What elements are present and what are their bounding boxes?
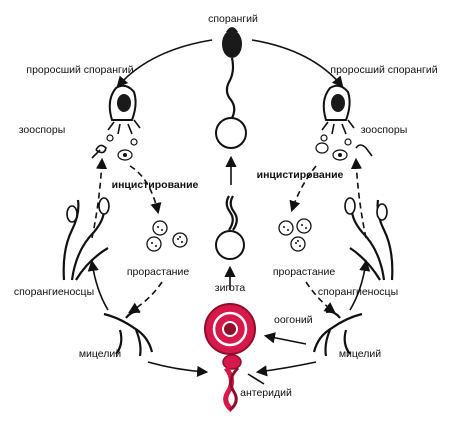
oogonium-label: оогоний xyxy=(274,314,313,326)
sporangiophores-right xyxy=(344,197,394,281)
mycelium-left-label: мицелий xyxy=(79,348,121,360)
mycelium-left xyxy=(103,310,154,357)
sporangium-label: спорангий xyxy=(208,13,258,25)
young-sporangium-upper xyxy=(215,117,247,149)
sporangiophores-left-label: спорангиеносцы xyxy=(14,286,94,298)
encystment-left-label: инцистирование xyxy=(112,179,199,191)
arrow-mycelium-right-to-antheridium xyxy=(255,361,317,377)
sporangiophores-left xyxy=(62,197,110,281)
cysts-left xyxy=(146,220,188,252)
arrow-mycelium-up-right xyxy=(349,259,371,311)
arrow-encystment-right xyxy=(289,165,317,213)
arrow-mycelium-left-to-antheridium xyxy=(147,361,209,377)
arrow-sporangiophores-up-left xyxy=(91,157,108,239)
arrow-mycelium-right-to-oogonium xyxy=(263,332,307,345)
sporangium-figure xyxy=(222,27,242,119)
mycelium-right xyxy=(312,310,363,357)
zoospores-left xyxy=(91,144,133,161)
sprouted-sporangium-left-label: проросший спорангий xyxy=(26,64,133,76)
antheridium-pointer xyxy=(247,373,265,385)
cysts-right xyxy=(278,218,312,252)
antheridium-label: антеридий xyxy=(240,387,292,399)
mycelium-right-label: мицелий xyxy=(339,348,381,360)
zoospores-right xyxy=(315,142,373,161)
oogonium xyxy=(204,303,256,355)
arrow-germination-left xyxy=(128,281,163,314)
arrow-sporangiophores-up-right xyxy=(350,157,367,239)
zygote-label: зигота xyxy=(215,282,246,294)
arrow-germination-right xyxy=(305,281,336,314)
zoospores-right-label: зооспоры xyxy=(361,124,408,136)
germination-left-label: прорастание xyxy=(127,266,189,278)
sprouted-sporangium-right-label: проросший спорангий xyxy=(330,64,437,76)
arrow-top-right xyxy=(251,39,344,88)
zoospores-left-label: зооспоры xyxy=(19,124,66,136)
arrow-encystment-left xyxy=(129,165,162,215)
arrow-mycelium-up-left xyxy=(87,259,109,311)
sprouted-sporangium-right xyxy=(320,84,355,146)
germination-right-label: прорастание xyxy=(273,266,335,278)
arrow-top-left xyxy=(116,39,213,88)
encystment-right-label: инцистирование xyxy=(257,169,344,181)
germinating-zygote xyxy=(215,195,245,260)
antheridium xyxy=(222,354,242,412)
sprouted-sporangium-left xyxy=(106,84,141,146)
